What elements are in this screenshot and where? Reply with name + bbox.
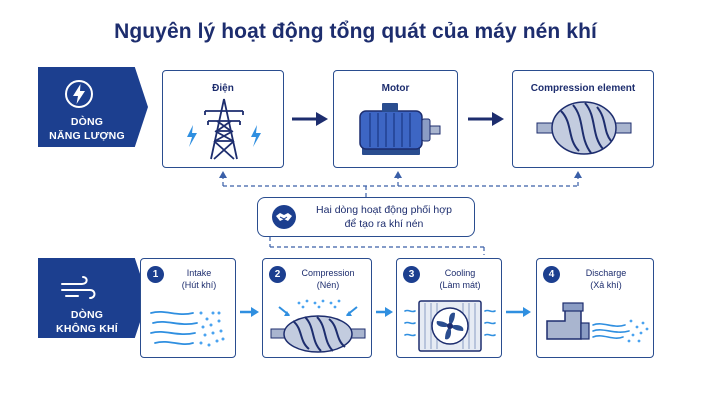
- electric-motor-icon: [359, 103, 441, 155]
- arrow-compression-to-cooling: [376, 307, 393, 317]
- step-intake-sublabel: (Hút khí): [181, 280, 217, 290]
- step-number-1: 1: [147, 266, 164, 283]
- arrow-motor-to-compression: [468, 112, 504, 126]
- dashed-connector-bottom: [269, 237, 485, 255]
- step-cooling: 3 Cooling (Làm mát): [396, 258, 502, 358]
- page-title: Nguyên lý hoạt động tổng quát của máy né…: [114, 20, 597, 43]
- card-motor: Motor: [333, 70, 458, 168]
- energy-banner-line2: NĂNG LƯỢNG: [49, 130, 125, 142]
- dashed-connector-top: [222, 176, 579, 197]
- air-intake-icon: [150, 310, 225, 347]
- card-compression-element-label: Compression element: [530, 83, 636, 94]
- coordination-box: Hai dòng hoạt động phối hợp để tạo ra kh…: [257, 197, 475, 237]
- step-discharge-label: Discharge: [585, 268, 627, 278]
- step-intake: 1 Intake (Hút khí): [140, 258, 236, 358]
- arrow-cooling-to-discharge: [506, 307, 531, 317]
- power-tower-icon: [187, 98, 261, 160]
- energy-banner-line1: DÒNG: [70, 116, 104, 128]
- step-compression: 2 Compression (Nén): [262, 258, 372, 358]
- wind-icon: [60, 274, 98, 304]
- discharge-pipe-icon: [546, 302, 649, 343]
- step-compression-label: Compression: [301, 268, 355, 278]
- dashed-arrowhead-compression: [574, 171, 582, 178]
- compression-rotor-icon: [270, 299, 366, 353]
- handshake-icon: [272, 205, 296, 229]
- air-banner-line2: KHÔNG KHÍ: [56, 323, 118, 335]
- step-number-2: 2: [269, 266, 286, 283]
- coordination-text-line2: để tạo ra khí nén: [344, 218, 424, 230]
- step-cooling-label: Cooling: [444, 268, 476, 278]
- card-motor-label: Motor: [381, 83, 410, 94]
- step-compression-sublabel: (Nén): [316, 280, 340, 290]
- step-number-3: 3: [403, 266, 420, 283]
- step-cooling-sublabel: (Làm mát): [439, 280, 481, 290]
- energy-flow-banner: DÒNG NĂNG LƯỢNG: [38, 67, 148, 147]
- step-discharge: 4 Discharge (Xả khí): [536, 258, 654, 358]
- step-number-4: 4: [543, 266, 560, 283]
- air-flow-banner: DÒNG KHÔNG KHÍ: [38, 258, 148, 338]
- card-compression-element: Compression element: [512, 70, 654, 168]
- screw-rotor-icon: [536, 101, 632, 155]
- step-intake-label: Intake: [186, 268, 212, 278]
- card-electricity: Điện: [162, 70, 284, 168]
- dashed-arrowhead-electricity: [219, 171, 227, 178]
- arrow-intake-to-compression: [240, 307, 259, 317]
- step-discharge-sublabel: (Xả khí): [590, 280, 622, 290]
- dashed-arrowhead-motor: [394, 171, 402, 178]
- air-banner-line1: DÒNG: [70, 309, 104, 321]
- arrow-electricity-to-motor: [292, 112, 328, 126]
- card-electricity-label: Điện: [212, 83, 234, 94]
- lightning-icon: [60, 79, 98, 109]
- coordination-text-line1: Hai dòng hoạt động phối hợp: [316, 204, 452, 216]
- radiator-fan-icon: [404, 300, 496, 352]
